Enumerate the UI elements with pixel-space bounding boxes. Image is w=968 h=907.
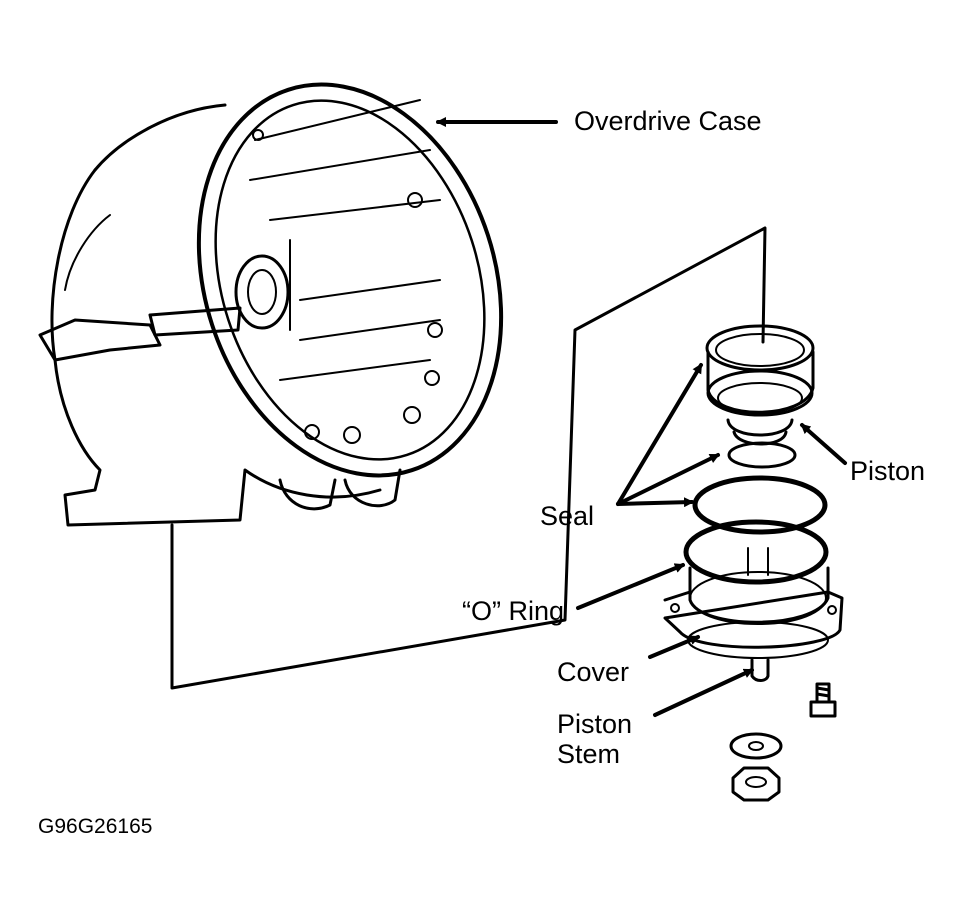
seal-arrow-1 [616,363,703,506]
overdrive-case-illustration [38,82,504,527]
cover-arrow [648,635,700,659]
figure-id: G96G26165 [38,815,153,838]
seal-arrow-2 [616,453,720,506]
label-cover: Cover [557,657,630,687]
exploded-view-outline [170,226,767,690]
seal-ring-illustration [692,475,828,535]
piston-illustration [705,324,815,469]
nut-illustration [731,766,781,802]
label-seal: Seal [540,501,595,531]
o-ring-illustration [683,519,829,585]
piston-arrow [800,423,847,465]
bolt-illustration [809,682,837,718]
seal-arrow-3 [616,497,694,508]
label-overdrive-case: Overdrive Case [574,106,762,136]
piston-stem-arrow [653,668,754,717]
leader-lines [436,117,847,717]
label-o-ring: “O” Ring [462,596,565,626]
label-piston-stem-line2: Stem [557,739,621,769]
washer-illustration [729,732,783,760]
label-piston-stem-line1: Piston [557,709,633,739]
label-piston: Piston [850,456,926,486]
o-ring-arrow [576,563,685,610]
